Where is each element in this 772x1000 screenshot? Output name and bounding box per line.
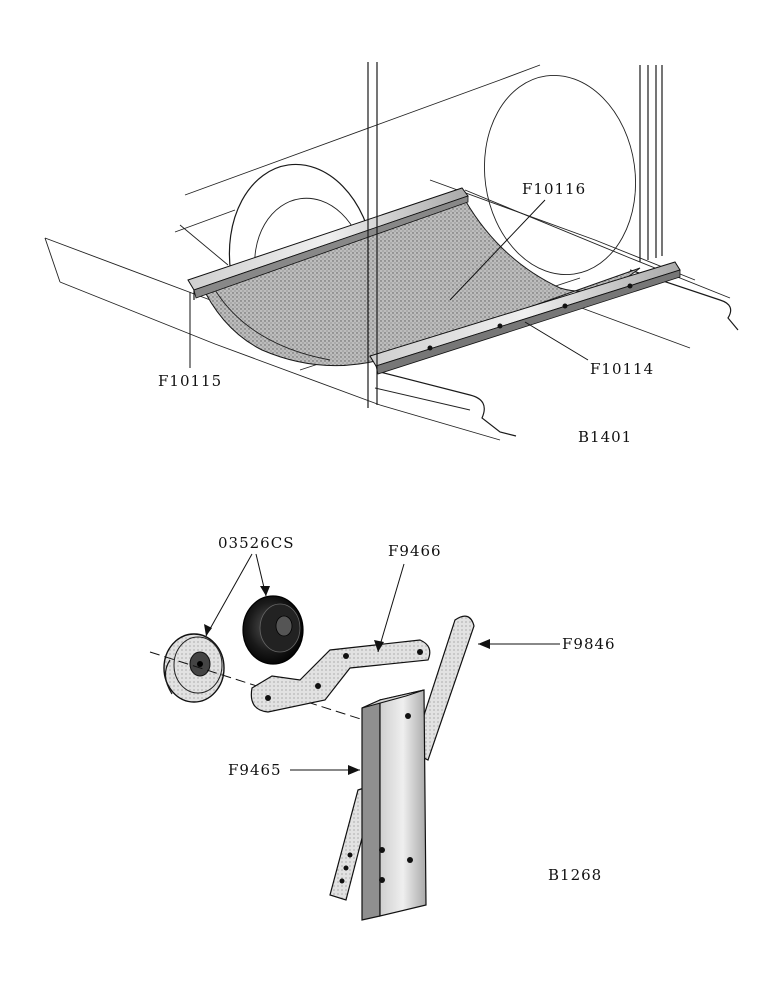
leader-f10116 [449, 199, 546, 301]
label-f10116: F10116 [522, 180, 586, 198]
bracket-arm-f9466 [250, 639, 431, 713]
figure-b1401: F10116 F10115 F10114 B1401 [44, 62, 739, 446]
angled-arm-f9846 [411, 615, 475, 761]
figure-b1268: 03526CS F9466 F9846 F9465 B1268 [149, 534, 616, 921]
channel-f9465 [361, 689, 427, 921]
leader-f10114 [524, 321, 589, 361]
pulley-front [163, 633, 225, 703]
vertical-posts [367, 62, 663, 408]
axis-centerline [149, 651, 371, 723]
figure-id-b1401: B1401 [578, 428, 632, 446]
pulley-rear [242, 595, 304, 665]
leader-03526cs-a [205, 553, 253, 637]
label-f9846: F9846 [562, 635, 616, 653]
label-f9465: F9465 [228, 761, 282, 779]
figure-id-b1268: B1268 [548, 866, 602, 884]
label-03526cs: 03526CS [218, 534, 294, 552]
leader-f9466 [377, 563, 405, 653]
label-f10114: F10114 [590, 360, 654, 378]
cradle-sling-f10116 [199, 199, 641, 367]
label-f9466: F9466 [388, 542, 442, 560]
label-f10115: F10115 [158, 372, 222, 390]
